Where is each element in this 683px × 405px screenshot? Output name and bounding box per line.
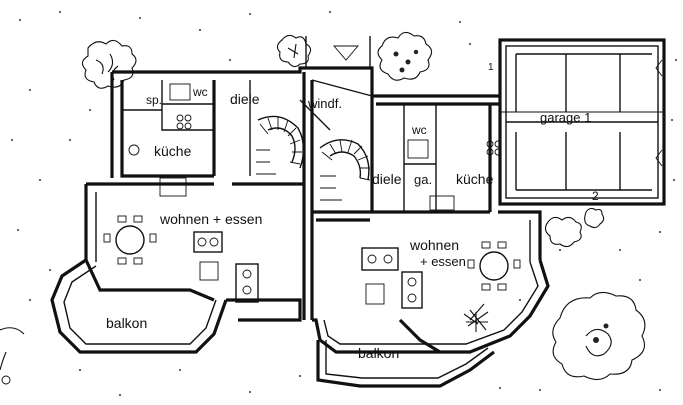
balcony-right [312,259,550,388]
label-diele-right: diele [372,171,402,187]
table-left [103,215,157,265]
ground-texture [11,11,677,396]
label-wohnen-right-1: wohnen [409,237,459,253]
label-wc-left: wc [192,85,208,99]
label-wohnen-left: wohnen + essen [159,211,262,227]
plant-balcony-right [463,303,489,332]
sofa-right [361,247,423,309]
walls-left-unit [84,66,374,322]
label-kueche-right: küche [456,171,494,187]
stair-left [256,115,305,175]
sofa-left [193,231,259,303]
stair-right [319,139,371,201]
label-ga: ga. [414,172,432,187]
tree-top-left [81,39,137,89]
tree-top-center [276,34,312,68]
label-diele-left: diele [230,91,260,107]
label-wc-right: wc [411,123,427,137]
tree-bottom-right [552,291,646,381]
label-kueche-left: küche [154,143,192,159]
balcony-left [50,258,228,354]
label-garage-2: 2 [592,189,599,203]
shrubs-right [544,207,605,248]
kitchen-left [128,83,192,197]
table-right [467,241,521,291]
tree-bottom-left [0,327,25,385]
entrance [299,36,373,131]
garage [498,38,666,206]
label-height-mark: 1 [488,62,494,73]
kitchen-right [407,139,502,211]
label-windf: windf. [307,96,342,111]
walls-right-unit [312,94,542,262]
room-labels: sp. wc diele windf. küche wohnen + essen… [106,62,599,361]
label-garage: garage 1 [540,110,591,125]
tree-top-right [377,31,433,81]
label-sp: sp. [146,93,162,107]
label-wohnen-right-2: + essen [420,254,466,269]
label-balkon-left: balkon [106,315,147,331]
label-balkon-right: balkon [358,345,399,361]
